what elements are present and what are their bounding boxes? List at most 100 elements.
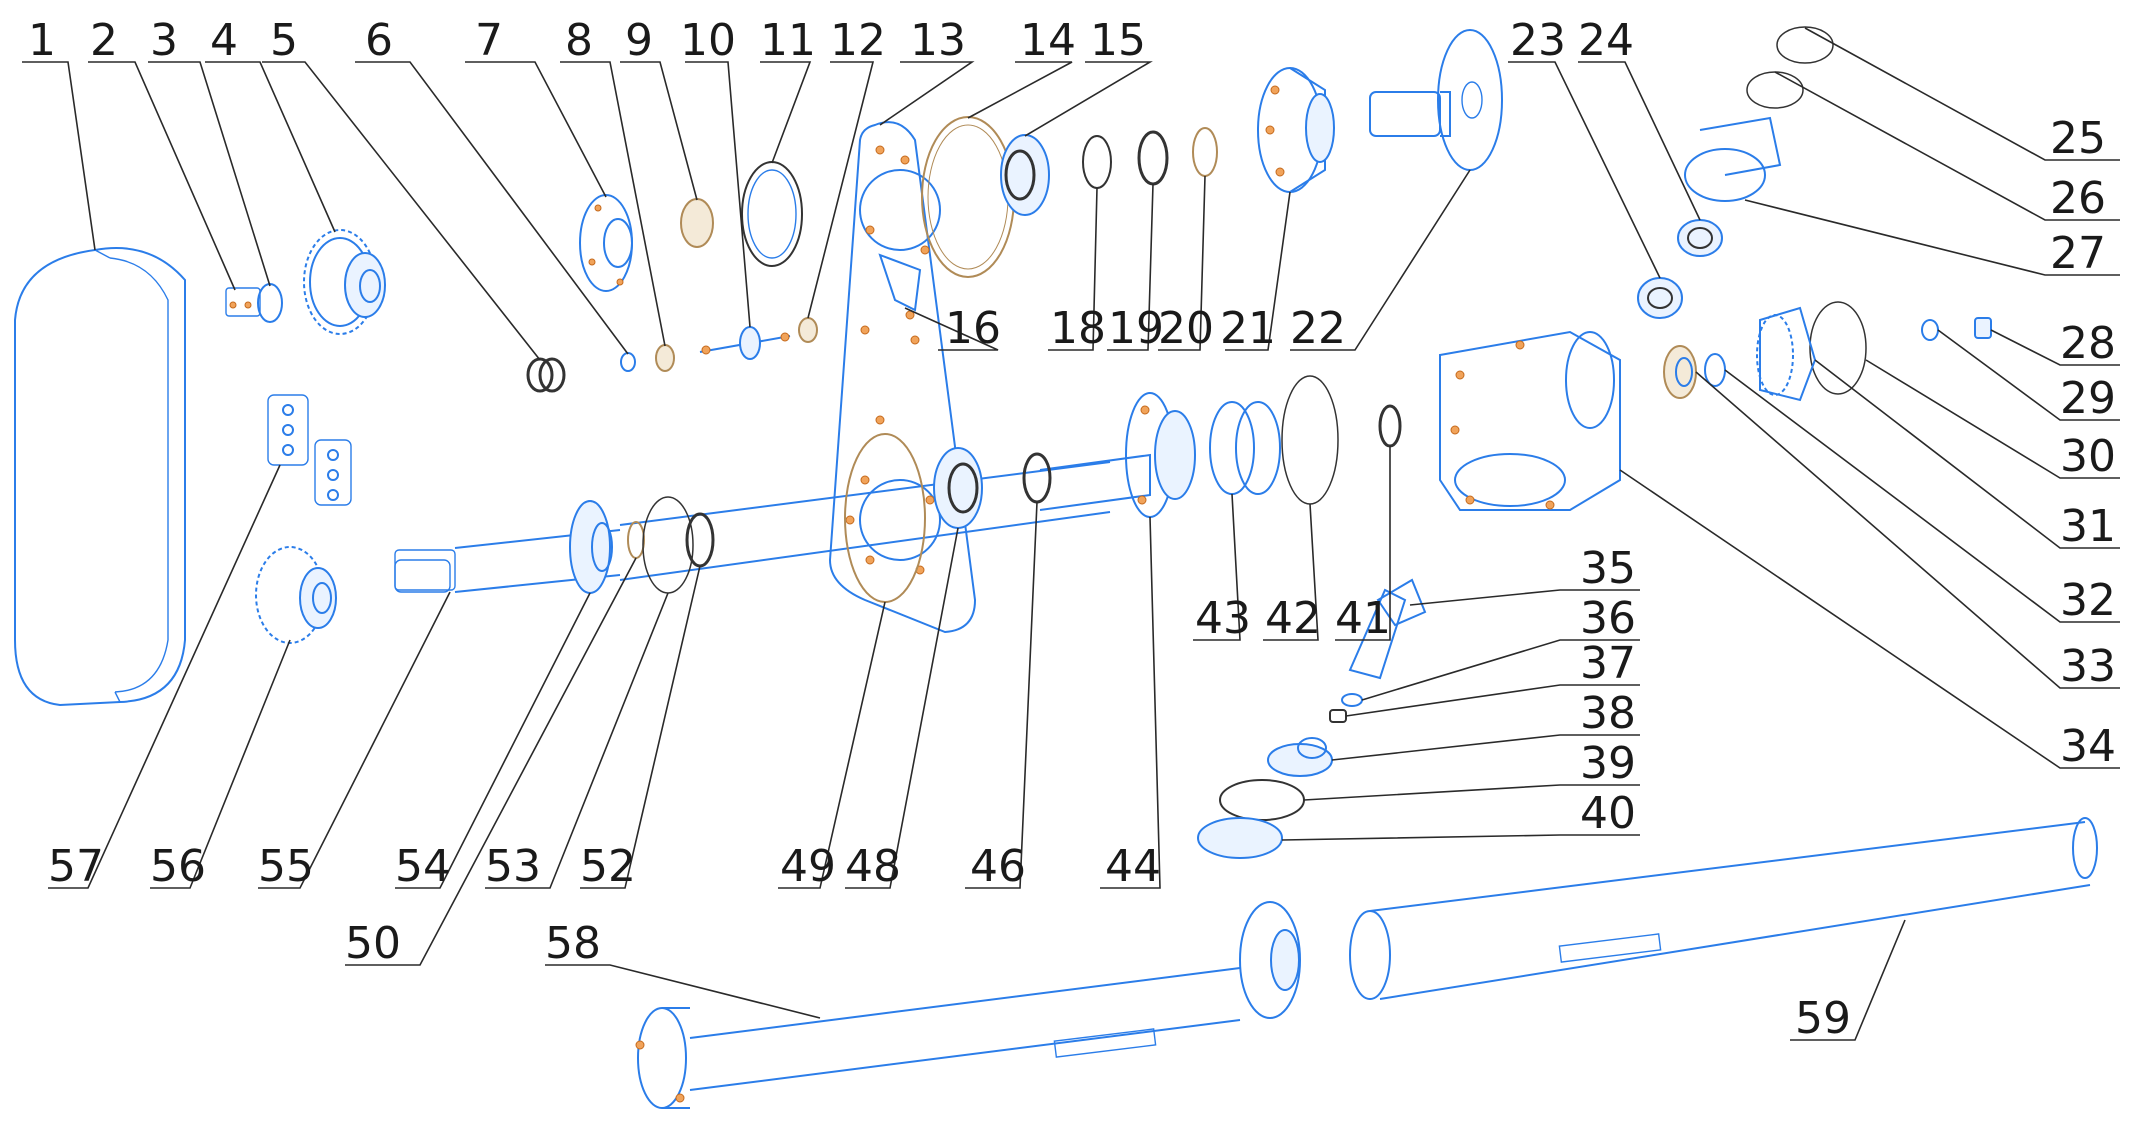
callout-26: 26 [2050,173,2106,224]
callout-12: 12 [830,15,886,66]
part-52-seal [685,512,715,568]
part-4-sprocket [303,229,386,335]
callout-57: 57 [48,841,104,892]
callout-19: 19 [1108,303,1164,354]
part-56-sprocket [255,546,337,644]
callout-40: 40 [1580,788,1636,839]
part-43-sleeve [1209,401,1281,495]
callout-23: 23 [1510,15,1566,66]
part-2-plate [225,287,261,317]
part-59-tube [1349,817,2098,1000]
part-23-bearing [1637,277,1683,319]
callout-16: 16 [945,303,1001,354]
part-13-main-plate [828,121,977,634]
parts-layer [14,26,2098,1109]
part-55-stub-shaft [394,559,451,593]
part-32-washer [1704,353,1726,387]
part-39-gasket [1219,779,1305,821]
part-12-washer [798,317,818,343]
callout-27: 27 [2050,228,2106,279]
part-53-gasket [642,496,694,594]
callout-8: 8 [565,15,593,66]
part-49-gasket [844,433,926,603]
callout-31: 31 [2060,501,2116,552]
part-22-spline-flange [1369,29,1503,171]
callout-14: 14 [1020,15,1076,66]
part-50-ring [627,521,645,559]
callout-2: 2 [90,15,118,66]
callout-52: 52 [580,841,636,892]
part-8-washer [655,344,675,372]
callout-59: 59 [1795,993,1851,1044]
part-41-seal [1378,404,1402,448]
part-9-seal [680,198,714,248]
part-19-seal [1137,130,1169,186]
part-48-bearing [933,447,983,529]
part-34-gearbox [1439,330,1621,511]
part-main-shaft [394,453,1151,593]
callout-18: 18 [1050,303,1106,354]
callout-43: 43 [1195,593,1251,644]
callout-36: 36 [1580,593,1636,644]
part-24-bearing [1677,219,1723,257]
part-31-bevel-gear [1756,306,1817,402]
callout-53: 53 [485,841,541,892]
callout-1: 1 [28,15,56,66]
part-38-cap [1267,737,1333,777]
callout-30: 30 [2060,431,2116,482]
part-chain-guard [14,247,186,707]
part-11-gasket [741,161,803,267]
callout-22: 22 [1290,303,1346,354]
callout-54: 54 [395,841,451,892]
part-7-flange [579,194,633,292]
part-25-gasket [1776,26,1834,64]
callout-15: 15 [1090,15,1146,66]
part-58-shaft [635,901,1301,1109]
callout-20: 20 [1158,303,1214,354]
callout-11: 11 [760,15,816,66]
callout-49: 49 [780,841,836,892]
part-5-bearing [526,357,566,393]
callout-38: 38 [1580,688,1636,739]
part-30-gasket [1809,301,1867,395]
part-44-hub-flange [1125,392,1196,518]
part-27-cover [1684,116,1782,202]
leader-lines [22,27,2120,1041]
part-40-flange [1197,817,1283,859]
callout-24: 24 [1578,15,1634,66]
callout-58: 58 [545,918,601,969]
part-16-tensioner [878,253,922,320]
callout-41: 41 [1335,593,1391,644]
callout-55: 55 [258,841,314,892]
callout-6: 6 [365,15,393,66]
callout-7: 7 [475,15,503,66]
part-28-nut [1974,317,1992,339]
callout-3: 3 [150,15,178,66]
callout-13: 13 [910,15,966,66]
callout-25: 25 [2050,113,2106,164]
part-37-nut [1329,709,1347,723]
part-6-pin [620,352,636,372]
callout-29: 29 [2060,373,2116,424]
part-57-chain [267,394,352,506]
part-29-washer [1921,319,1939,341]
part-33-bearing [1663,345,1697,399]
callout-5: 5 [270,15,298,66]
part-26-gasket [1746,71,1804,109]
callout-44: 44 [1105,841,1161,892]
callout-21: 21 [1220,303,1276,354]
callout-10: 10 [680,15,736,66]
part-10-pin-shaft [699,326,791,360]
callout-50: 50 [345,918,401,969]
callout-labels: 1 2 3 4 5 6 7 8 9 10 11 12 13 14 15 16 1… [28,15,2116,1044]
part-15-bearing [1000,134,1050,216]
part-21-flange-housing [1257,67,1335,193]
part-20-seal [1192,127,1218,177]
part-46-seal [1022,452,1052,504]
callout-48: 48 [845,841,901,892]
callout-46: 46 [970,841,1026,892]
callout-4: 4 [210,15,238,66]
callout-28: 28 [2060,318,2116,369]
part-54-collar [569,500,613,594]
